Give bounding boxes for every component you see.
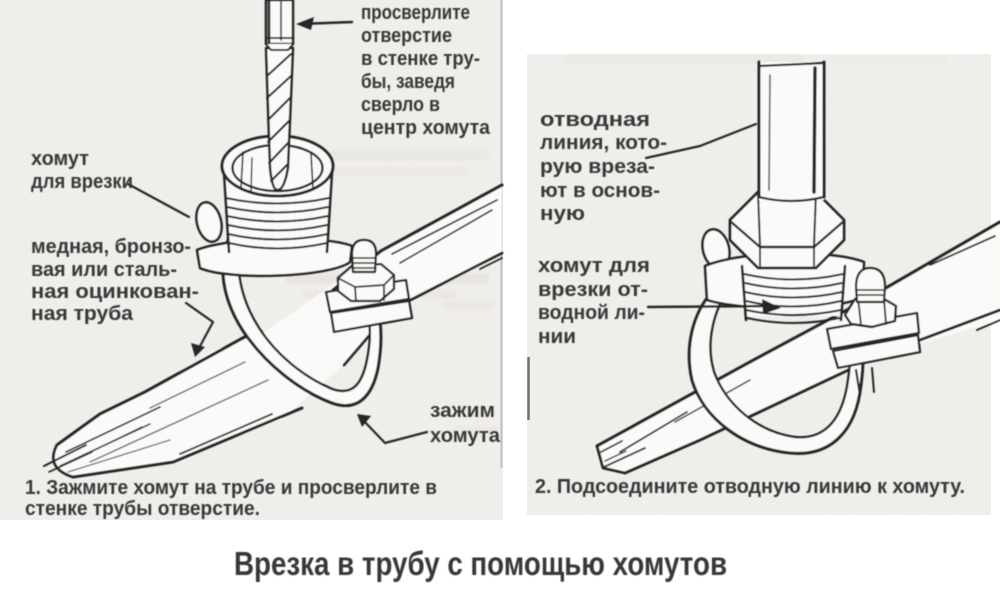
svg-text:водной ли-: водной ли- <box>538 302 645 324</box>
svg-text:врезки от-: врезки от- <box>538 279 648 301</box>
svg-text:ная оцинкован-: ная оцинкован- <box>31 281 199 303</box>
svg-text:бы, заведя: бы, заведя <box>361 71 455 93</box>
svg-text:нии: нии <box>538 326 576 348</box>
svg-text:линия, кото-: линия, кото- <box>540 132 667 154</box>
svg-text:в стенке тру-: в стенке тру- <box>361 48 480 70</box>
svg-text:центр хомута: центр хомута <box>361 117 491 139</box>
svg-text:просверлите: просверлите <box>361 2 470 24</box>
svg-text:Врезка в трубу с помощью хомут: Врезка в трубу с помощью хомутов <box>234 545 727 582</box>
svg-text:1. Зажмите хомут на трубе и пр: 1. Зажмите хомут на трубе и просверлите … <box>25 477 437 499</box>
svg-text:2. Подсоедините отводную линию: 2. Подсоедините отводную линию к хомуту. <box>535 476 965 498</box>
svg-text:ют в основ-: ют в основ- <box>540 180 660 202</box>
svg-text:вая или сталь-: вая или сталь- <box>31 259 177 281</box>
svg-text:хомут: хомут <box>31 148 89 170</box>
svg-text:зажим: зажим <box>430 400 495 422</box>
svg-text:хомут для: хомут для <box>538 255 650 277</box>
svg-text:хомута: хомута <box>430 425 501 447</box>
svg-text:стенке трубы отверстие.: стенке трубы отверстие. <box>25 498 260 520</box>
svg-text:отводная: отводная <box>540 109 650 131</box>
svg-text:медная, бронзо-: медная, бронзо- <box>31 236 191 258</box>
svg-text:рую вреза-: рую вреза- <box>540 156 655 178</box>
svg-text:отверстие: отверстие <box>361 25 452 47</box>
svg-text:для врезки: для врезки <box>31 171 133 193</box>
svg-text:сверло в: сверло в <box>361 94 440 116</box>
svg-text:ная труба: ная труба <box>31 303 134 325</box>
svg-text:ную: ную <box>540 203 585 225</box>
